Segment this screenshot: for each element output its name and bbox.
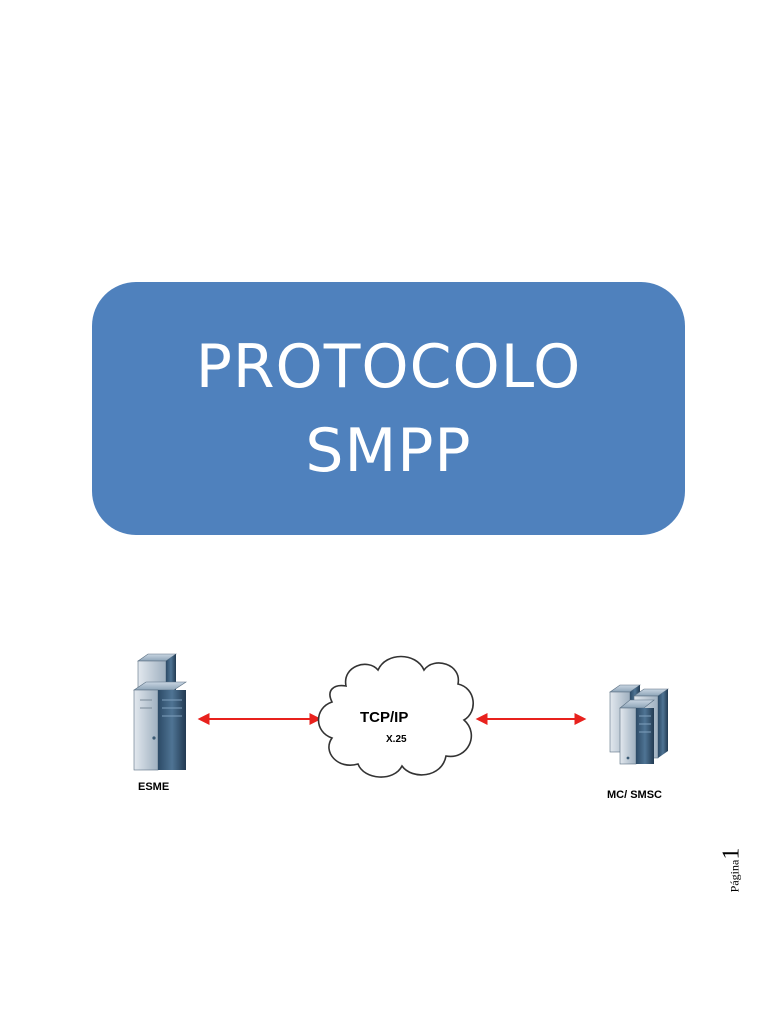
page-number-value: 1 [719,848,745,860]
esme-label: ESME [138,781,169,793]
smsc-server-icon [610,685,668,764]
network-title: TCP/IP [360,709,408,726]
page-number: Página1 [719,848,746,893]
page-label: Página [728,860,742,893]
smsc-label: MC/ SMSC [607,789,662,801]
network-subtitle: X.25 [386,734,407,745]
esme-server-icon [134,654,186,770]
